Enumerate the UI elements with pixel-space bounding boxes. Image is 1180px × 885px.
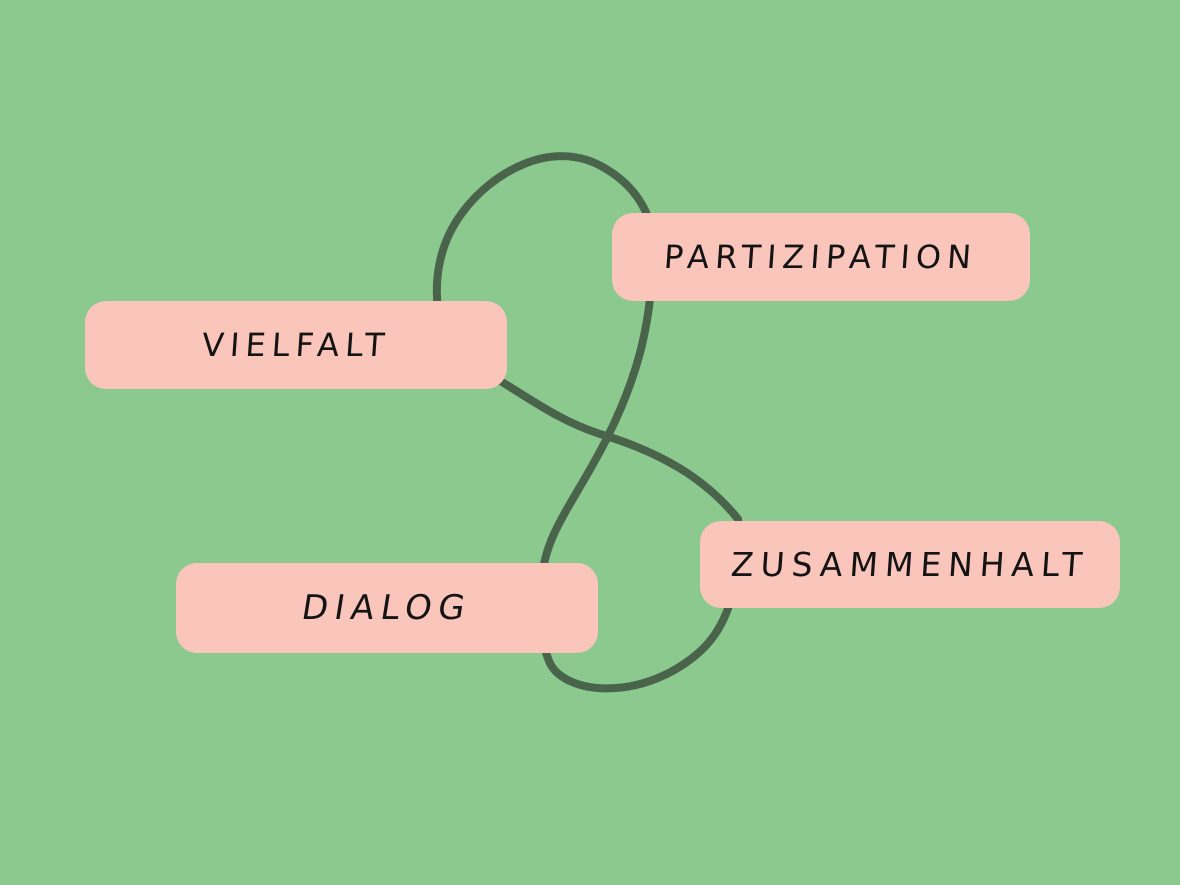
connector-path: [432, 152, 743, 693]
node-partizipation: PARTIZIPATION: [612, 213, 1030, 301]
node-partizipation-label: PARTIZIPATION: [663, 238, 979, 276]
node-zusammenhalt: ZUSAMMENHALT: [700, 521, 1120, 608]
node-dialog-label: DIALOG: [299, 588, 475, 628]
node-vielfalt-label: VIELFALT: [200, 326, 392, 364]
node-dialog: DIALOG: [176, 563, 598, 653]
node-vielfalt: VIELFALT: [85, 301, 507, 389]
node-zusammenhalt-label: ZUSAMMENHALT: [729, 545, 1091, 584]
